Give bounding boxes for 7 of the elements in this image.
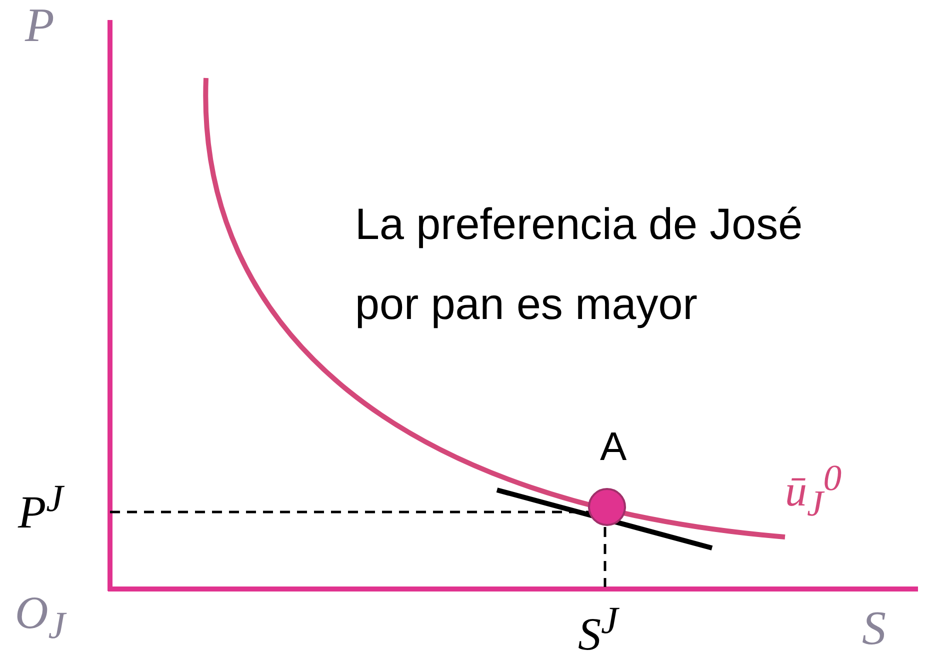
tick-label: P$^{J}$ bbox=[18, 478, 64, 538]
axis-label: S bbox=[862, 603, 886, 656]
origin-label: O$_{J}$ bbox=[15, 588, 66, 648]
axis-label: P bbox=[25, 0, 54, 53]
tick-label: S$^{J}$ bbox=[578, 600, 618, 660]
annotation-text: La preferencia de José por pan es mayor bbox=[355, 199, 804, 331]
point-label: A bbox=[600, 425, 627, 469]
